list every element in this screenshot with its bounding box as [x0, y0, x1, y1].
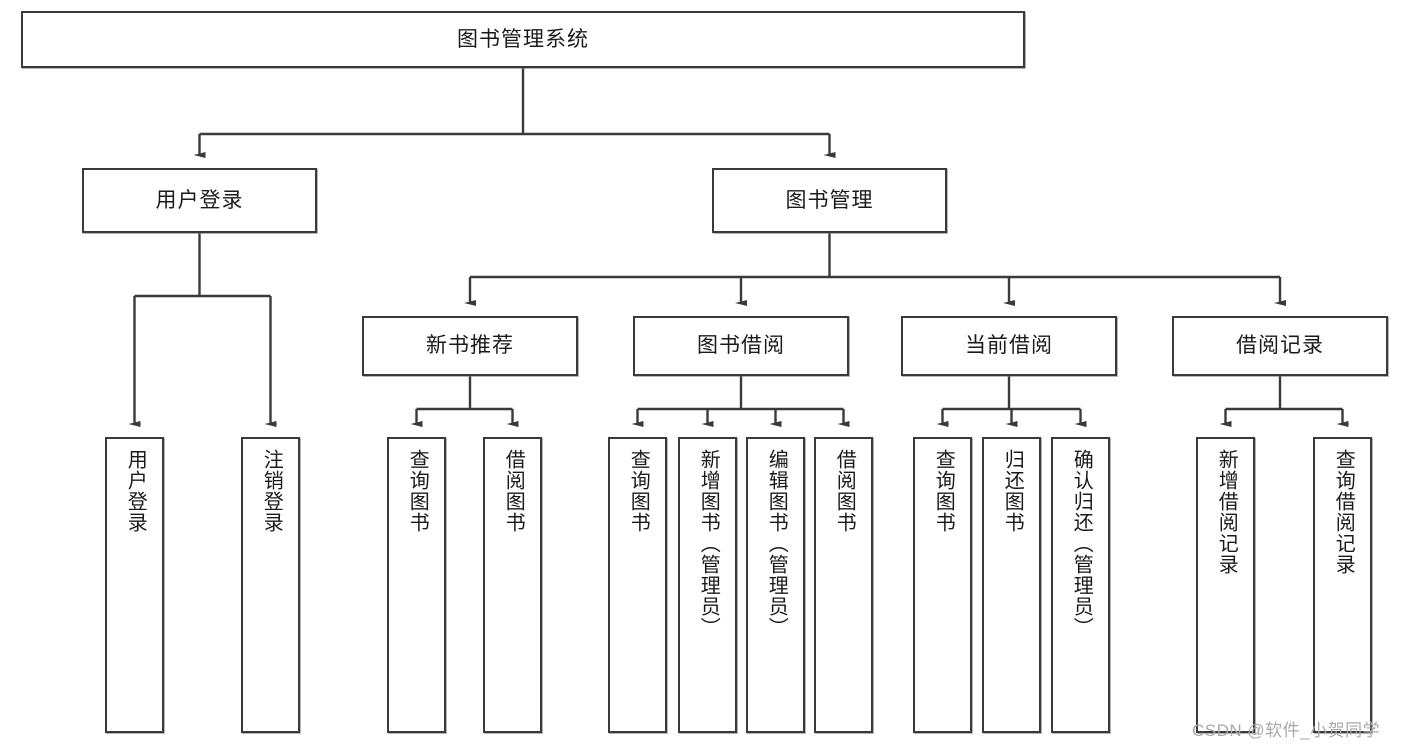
node-label: 查询图书	[406, 449, 429, 533]
node-label: 借阅记录	[1236, 334, 1324, 358]
leaf-borrow-book-rec[interactable]: 借阅图书	[483, 437, 542, 733]
node-label: 归还图书	[1001, 449, 1024, 533]
watermark-text: CSDN @软件_小贺同学	[1192, 721, 1381, 740]
leaf-query-book-cur[interactable]: 查询图书	[913, 437, 972, 733]
leaf-edit-book[interactable]: 编辑图书（管理员）	[746, 437, 805, 733]
node-label: 新书推荐	[426, 334, 514, 358]
leaf-add-record[interactable]: 新增借阅记录	[1196, 437, 1255, 733]
leaf-add-book[interactable]: 新增图书（管理员）	[678, 437, 737, 733]
node-label: 编辑图书（管理员）	[765, 449, 788, 638]
leaf-return-book[interactable]: 归还图书	[982, 437, 1041, 733]
leaf-query-book-rec[interactable]: 查询图书	[387, 437, 446, 733]
node-label: 图书管理系统	[457, 27, 589, 51]
node-label: 确认归还（管理员）	[1070, 449, 1093, 638]
node-root-system[interactable]: 图书管理系统	[21, 11, 1025, 68]
node-label: 当前借阅	[965, 334, 1053, 358]
node-label: 用户登录	[155, 188, 244, 212]
node-user-login[interactable]: 用户登录	[82, 168, 317, 233]
leaf-query-book-brw[interactable]: 查询图书	[608, 437, 667, 733]
leaf-confirm-return[interactable]: 确认归还（管理员）	[1051, 437, 1110, 733]
leaf-borrow-book-brw[interactable]: 借阅图书	[814, 437, 873, 733]
node-label: 查询图书	[627, 449, 650, 533]
node-label: 注销登录	[260, 449, 283, 533]
leaf-query-record[interactable]: 查询借阅记录	[1313, 437, 1372, 733]
node-book-borrow[interactable]: 图书借阅	[633, 316, 849, 376]
node-label: 新增借阅记录	[1215, 449, 1238, 575]
node-label: 新增图书（管理员）	[697, 449, 720, 638]
node-label: 图书管理	[785, 188, 874, 212]
node-borrow-record[interactable]: 借阅记录	[1172, 316, 1388, 376]
leaf-user-login[interactable]: 用户登录	[105, 437, 164, 733]
node-label: 图书借阅	[697, 334, 785, 358]
node-label: 查询借阅记录	[1332, 449, 1355, 575]
node-label: 用户登录	[124, 449, 147, 533]
node-label: 借阅图书	[502, 449, 525, 533]
node-book-management[interactable]: 图书管理	[712, 168, 947, 233]
node-label: 查询图书	[932, 449, 955, 533]
leaf-logout[interactable]: 注销登录	[241, 437, 300, 733]
node-new-book-recommend[interactable]: 新书推荐	[362, 316, 578, 376]
node-current-borrow[interactable]: 当前借阅	[901, 316, 1117, 376]
node-label: 借阅图书	[833, 449, 856, 533]
